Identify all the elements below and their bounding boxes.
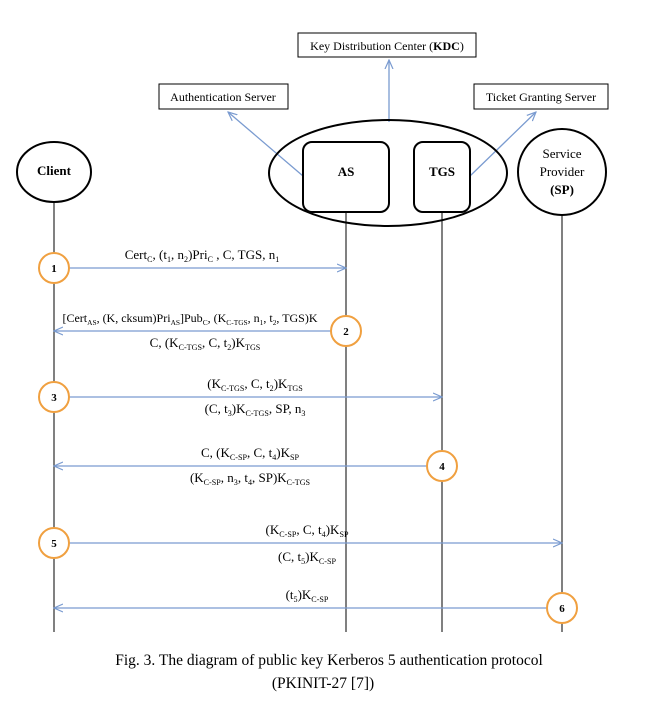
- message-3-label-b: (C, t3)KC-TGS, SP, n3: [205, 401, 306, 418]
- step-badge-6: 6: [546, 592, 578, 624]
- as-arrow: [228, 112, 304, 177]
- tgs-label-box: Ticket Granting Server: [473, 83, 609, 110]
- step-badge-5: 5: [38, 527, 70, 559]
- message-4-label-a: C, (KC-SP, C, t4)KSP: [201, 445, 300, 462]
- sp-label-line2: Provider: [540, 164, 585, 179]
- as-node-label: AS: [338, 164, 355, 179]
- step-badge-1: 1: [38, 252, 70, 284]
- tgs-node: TGS: [413, 141, 471, 213]
- message-1-label: CertC, (t1, n2)PriC , C, TGS, n1: [125, 247, 280, 264]
- client-label: Client: [37, 163, 72, 178]
- message-5-label-b: (C, t5)KC-SP: [278, 549, 336, 566]
- tgs-label: Ticket Granting Server: [486, 90, 596, 104]
- as-node: AS: [302, 141, 390, 213]
- tgs-arrow: [469, 112, 536, 177]
- message-4-label-b: (KC-SP, n3, t4, SP)KC-TGS: [190, 470, 310, 487]
- step-badge-3: 3: [38, 381, 70, 413]
- svg-text:2: 2: [343, 326, 349, 338]
- step-badge-2: 2: [330, 315, 362, 347]
- message-2-label-a: [CertAS, (K, cksum)PriAS]PubC, (KC-TGS, …: [62, 311, 317, 327]
- kdc-ellipse: [268, 119, 508, 227]
- kdc-label-box: Key Distribution Center (KDC): [297, 32, 477, 58]
- as-label: Authentication Server: [170, 90, 276, 104]
- svg-text:4: 4: [439, 461, 445, 473]
- message-6-label: (t5)KC-SP: [286, 587, 329, 604]
- tgs-node-label: TGS: [429, 164, 455, 179]
- kdc-label: Key Distribution Center (KDC): [310, 39, 464, 53]
- sp-label-line1: Service: [543, 146, 582, 161]
- svg-text:6: 6: [559, 603, 565, 615]
- message-5-label-a: (KC-SP, C, t4)KSP: [266, 522, 349, 539]
- figure-caption-line2: (PKINIT-27 [7]): [272, 675, 374, 692]
- message-2-label-b: C, (KC-TGS, C, t2)KTGS: [150, 335, 261, 352]
- sp-label-line3: (SP): [550, 182, 574, 197]
- message-3-label-a: (KC-TGS, C, t2)KTGS: [207, 376, 302, 393]
- svg-text:1: 1: [51, 263, 57, 275]
- svg-text:3: 3: [51, 392, 57, 404]
- sp-node: Service Provider (SP): [517, 128, 607, 216]
- step-badge-4: 4: [426, 450, 458, 482]
- client-node: Client: [16, 141, 92, 203]
- as-label-box: Authentication Server: [158, 83, 289, 110]
- svg-text:5: 5: [51, 538, 57, 550]
- figure-caption-line1: Fig. 3. The diagram of public key Kerber…: [115, 652, 543, 669]
